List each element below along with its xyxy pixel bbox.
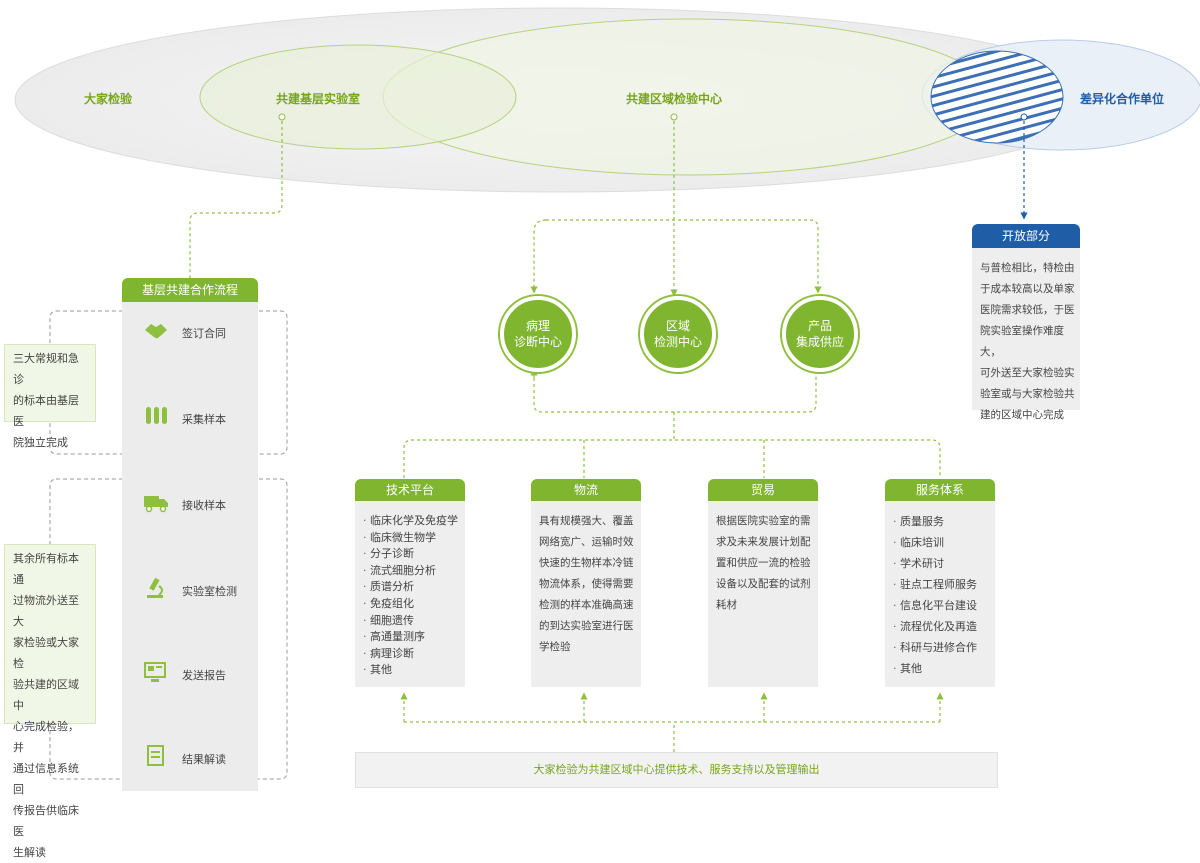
- open-part-title: 开放部分: [972, 224, 1080, 248]
- list-item: 病理诊断: [363, 646, 458, 663]
- list-item: 驻点工程师服务: [893, 574, 977, 595]
- label-dajia: 大家检验: [84, 92, 133, 106]
- open-part-text: 与普检相比，特检由 于成本较高以及单家 医院需求较低，于医 院实验室操作难度大，…: [980, 262, 1075, 421]
- label-partner: 差异化合作单位: [1080, 92, 1165, 106]
- list-item: 临床培训: [893, 532, 977, 553]
- trade-text: 根据医院实验室的需 求及未来发展计划配 置和供应一流的检验 设备以及配套的试剂 …: [716, 515, 811, 611]
- column-tech-box: 临床化学及免疫学 临床微生物学 分子诊断 流式细胞分析 质谱分析 免疫组化 细胞…: [355, 501, 465, 687]
- service-list: 质量服务 临床培训 学术研讨 驻点工程师服务 信息化平台建设 流程优化及再造 科…: [893, 511, 977, 679]
- list-item: 其他: [893, 658, 977, 679]
- column-logistics-box: 具有规模强大、覆盖 网络宽广、运输时效 快速的生物样本冷链 物流体系，使得需要 …: [531, 501, 641, 687]
- list-item: 临床化学及免疫学: [363, 513, 458, 530]
- hatched-circle: [930, 50, 1064, 144]
- document-icon: [147, 745, 164, 766]
- list-item: 细胞遗传: [363, 613, 458, 630]
- note-local-tests: 三大常规和急诊 的标本由基层医 院独立完成: [4, 344, 96, 449]
- step-send-report: 发送报告: [182, 669, 226, 682]
- step-collect-samples: 采集样本: [182, 413, 226, 426]
- note-outsourced-tests: 其余所有标本通 过物流外送至大 家检验或大家检 验共建的区域中 心完成检验，并 …: [4, 544, 96, 859]
- list-item: 科研与进修合作: [893, 637, 977, 658]
- list-item: 分子诊断: [363, 546, 458, 563]
- truck-icon: [144, 496, 168, 513]
- column-logistics-title: 物流: [531, 479, 641, 501]
- center-pathology: 病理 诊断中心: [500, 296, 576, 372]
- handshake-icon: [145, 324, 167, 339]
- list-item: 流式细胞分析: [363, 563, 458, 580]
- column-service-box: 质量服务 临床培训 学术研讨 驻点工程师服务 信息化平台建设 流程优化及再造 科…: [885, 501, 995, 687]
- step-receive-samples: 接收样本: [182, 499, 226, 512]
- base-lab-ellipse: [199, 44, 517, 150]
- process-column: [122, 302, 258, 791]
- column-tech-title: 技术平台: [355, 479, 465, 501]
- list-item: 信息化平台建设: [893, 595, 977, 616]
- process-title: 基层共建合作流程: [122, 278, 258, 302]
- diagram-connectors: [14, 7, 1200, 780]
- step-lab-testing: 实验室检测: [182, 585, 237, 598]
- bottom-support-bar: 大家检验为共建区域中心提供技术、服务支持以及管理输出: [355, 752, 998, 788]
- open-part-box: 与普检相比，特检由 于成本较高以及单家 医院需求较低，于医 院实验室操作难度大，…: [972, 248, 1080, 421]
- center-regional: 区域 检测中心: [640, 296, 716, 372]
- list-item: 免疫组化: [363, 596, 458, 613]
- list-item: 学术研讨: [893, 553, 977, 574]
- center-product: 产品 集成供应: [782, 296, 858, 372]
- step-sign-contract: 签订合同: [182, 327, 226, 340]
- list-item: 其他: [363, 662, 458, 679]
- label-base-lab: 共建基层实验室: [276, 92, 361, 106]
- list-item: 流程优化及再造: [893, 616, 977, 637]
- tech-list: 临床化学及免疫学 临床微生物学 分子诊断 流式细胞分析 质谱分析 免疫组化 细胞…: [363, 513, 458, 679]
- logistics-text: 具有规模强大、覆盖 网络宽广、运输时效 快速的生物样本冷链 物流体系，使得需要 …: [539, 515, 634, 653]
- label-regional-center: 共建区域检验中心: [626, 92, 723, 106]
- microscope-icon: [147, 577, 163, 598]
- list-item: 质量服务: [893, 511, 977, 532]
- column-trade-box: 根据医院实验室的需 求及未来发展计划配 置和供应一流的检验 设备以及配套的试剂 …: [708, 501, 818, 687]
- step-interpret-results: 结果解读: [182, 753, 226, 766]
- column-trade-title: 贸易: [708, 479, 818, 501]
- test-tubes-icon: [146, 407, 167, 424]
- list-item: 质谱分析: [363, 579, 458, 596]
- report-icon: [144, 662, 166, 682]
- column-service-title: 服务体系: [885, 479, 995, 501]
- list-item: 临床微生物学: [363, 530, 458, 547]
- list-item: 高通量测序: [363, 629, 458, 646]
